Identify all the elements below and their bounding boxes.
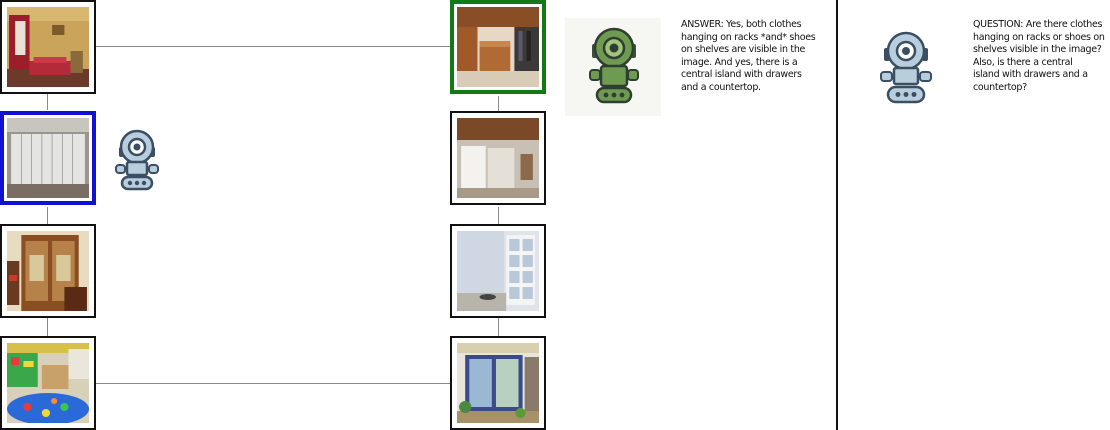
connector-left-1 [47,94,48,110]
question-text: QUESTION: Are there clothes hanging on r… [973,19,1105,93]
storage-lockers-image [7,118,89,198]
thumbnail-right-1[interactable] [450,0,546,94]
wooden-doors-image [7,231,89,311]
thumbnail-left-1[interactable] [0,0,96,94]
green-robot-icon [585,26,643,106]
thumbnail-left-4[interactable] [0,336,96,430]
connector-right-3 [498,318,499,336]
answer-robot-card [565,18,661,116]
glass-entryway-image [457,343,539,423]
thumbnail-right-4[interactable] [450,336,546,430]
thumbnail-right-3[interactable] [450,224,546,318]
connector-left-2 [47,207,48,224]
empty-room-wood-ceiling-image [457,118,539,198]
question-robot-icon [876,30,936,108]
robot-icon [110,127,164,193]
thumbnail-left-3[interactable] [0,224,96,318]
classroom-image [7,343,89,423]
walk-in-closet-image [457,7,539,87]
connector-right-1 [498,96,499,111]
connector-bottom-horizontal [96,383,450,384]
french-doors-room-image [457,231,539,311]
answer-text: ANSWER: Yes, both clothes hanging on rac… [681,19,816,93]
connector-top-horizontal [96,46,450,47]
panel-divider [836,0,838,430]
living-room-image [7,7,89,87]
thumbnail-left-2[interactable] [0,111,96,205]
connector-left-3 [47,318,48,336]
connector-right-2 [498,207,499,224]
thumbnail-right-2[interactable] [450,111,546,205]
